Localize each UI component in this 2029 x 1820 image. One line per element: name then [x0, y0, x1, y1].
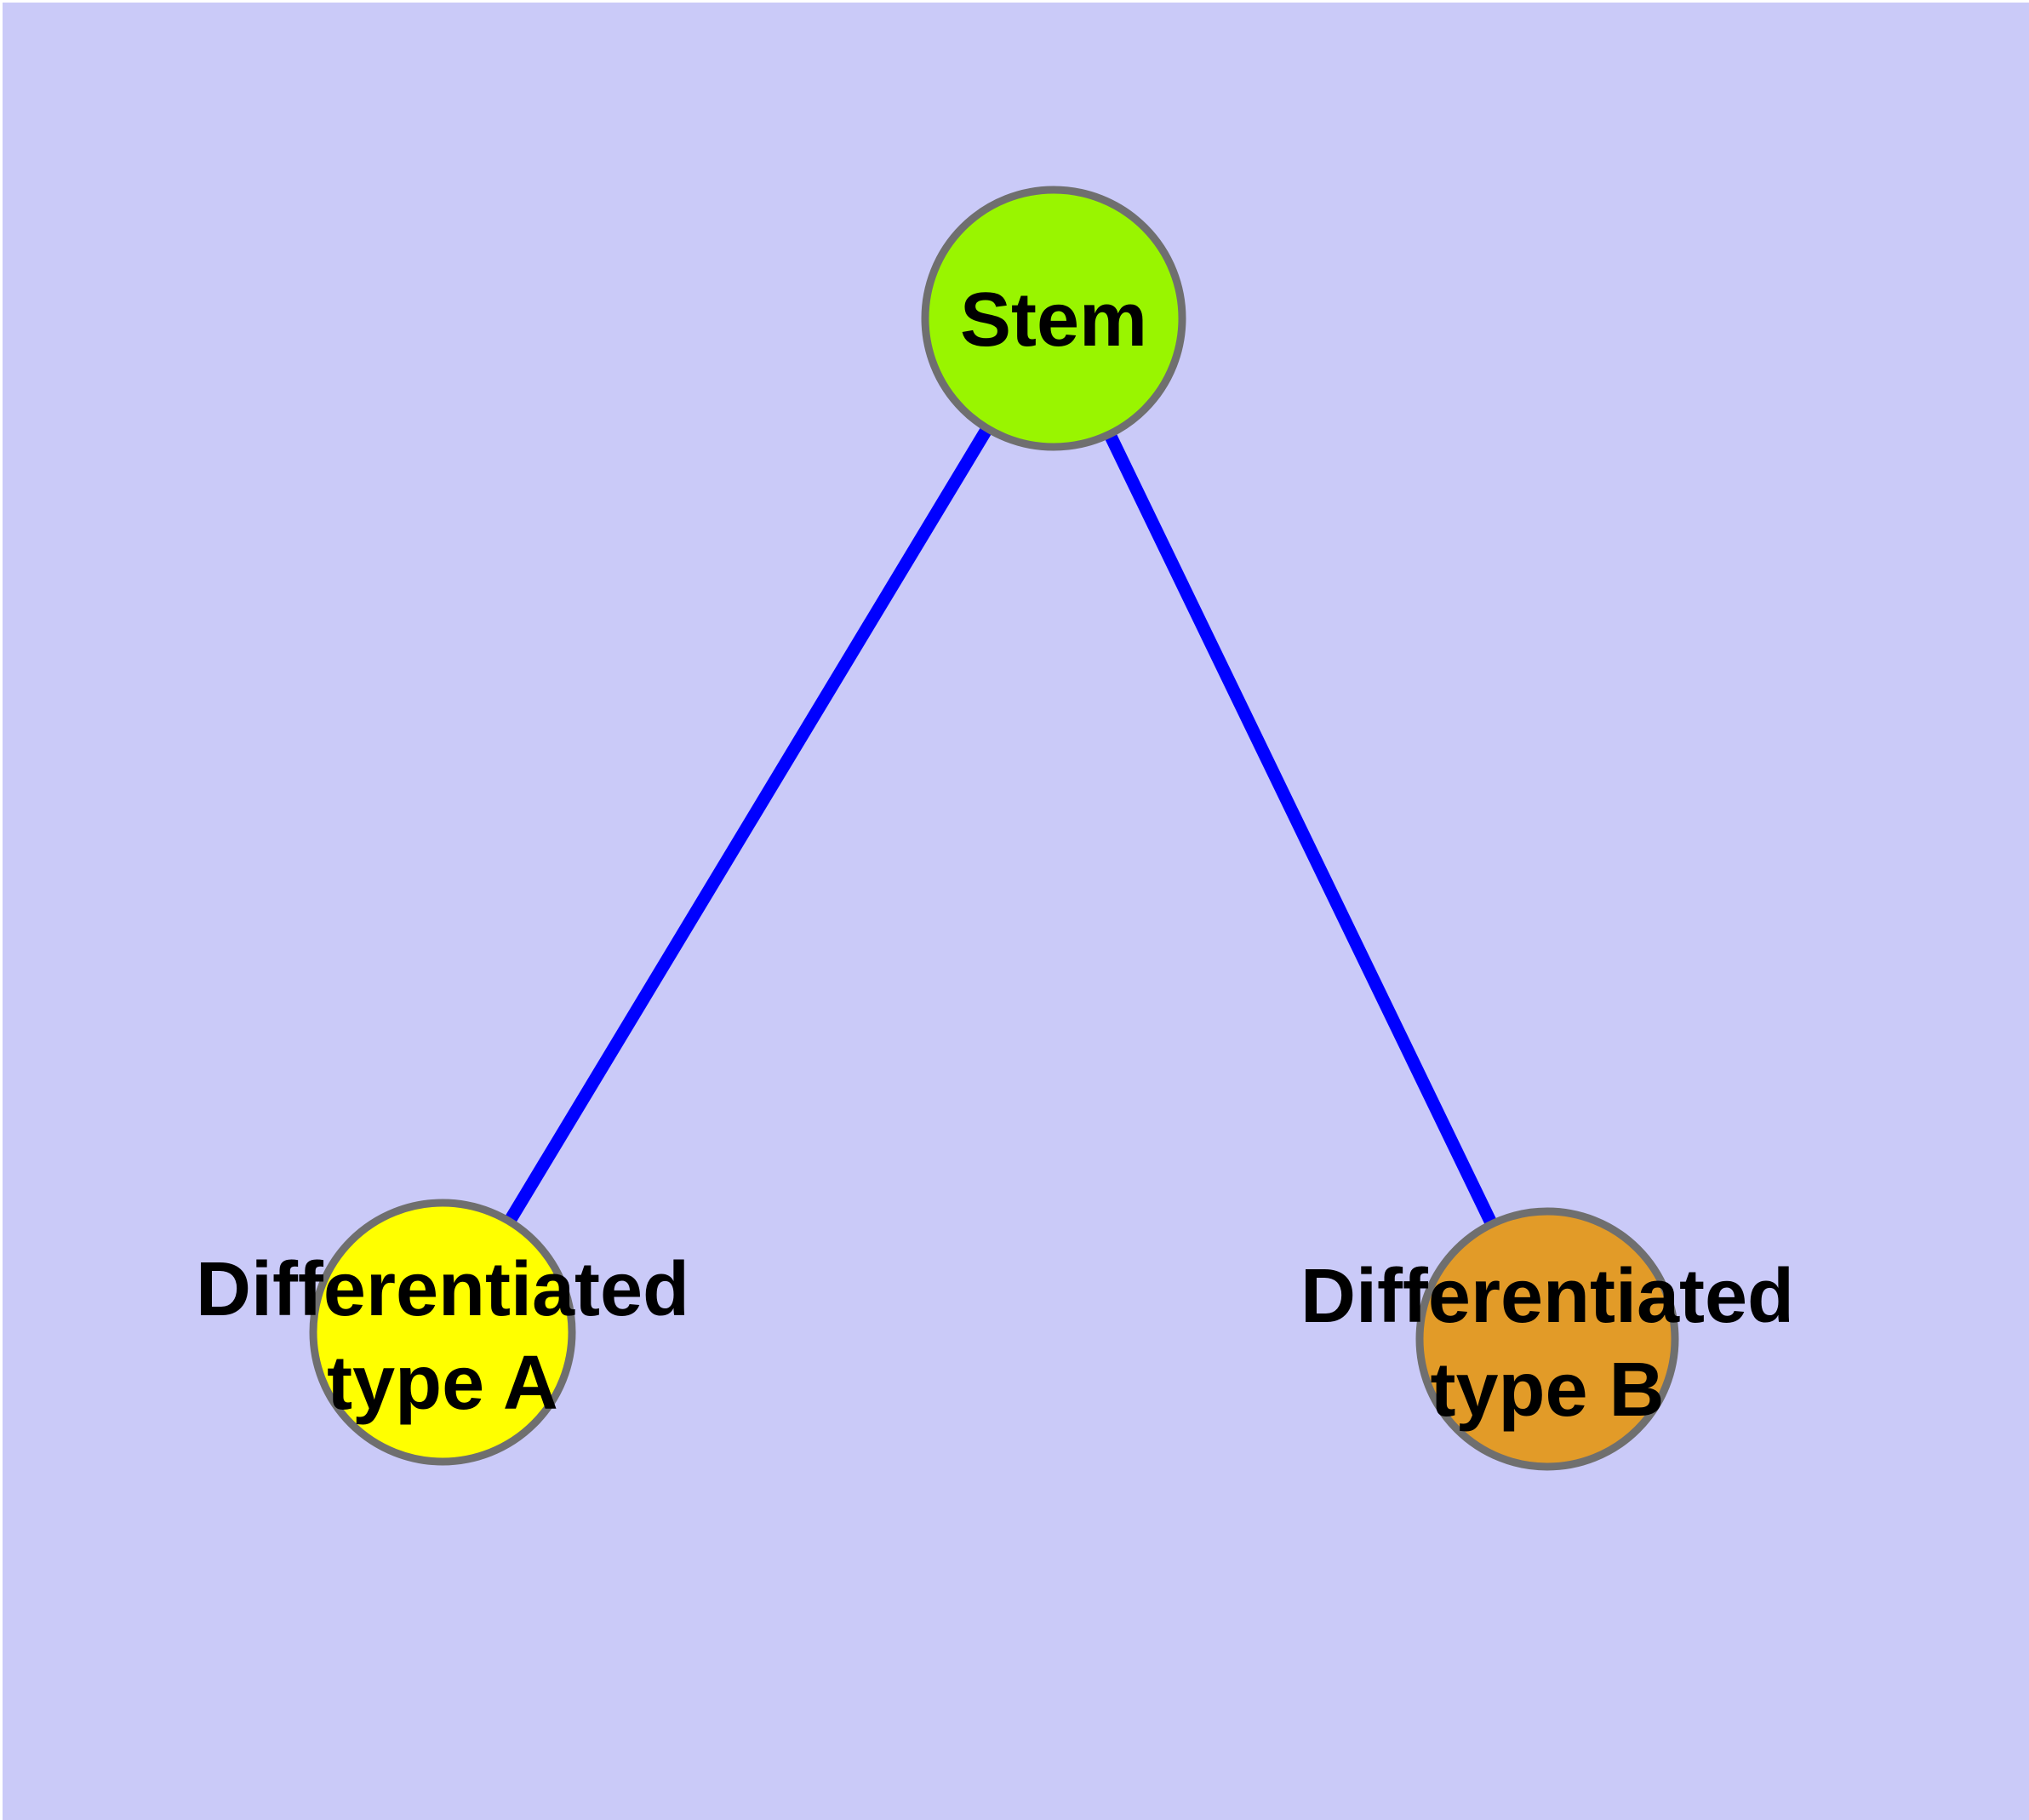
node-type-a-label-line1: Differentiated — [196, 1247, 689, 1332]
node-labels: Stem Differentiated type A Differentiate… — [196, 278, 1794, 1433]
edge-stem-to-type-a — [437, 315, 1060, 1336]
node-type-b-circle — [1415, 1207, 1679, 1471]
node-stem-label: Stem — [960, 278, 1147, 363]
edge-stem-to-type-b — [1048, 315, 1553, 1342]
edges — [437, 315, 1553, 1342]
node-type-a-circle — [309, 1199, 576, 1466]
node-type-a-label-line2: type A — [327, 1341, 558, 1426]
node-type-b-label-line1: Differentiated — [1300, 1254, 1794, 1339]
node-stem-circle — [921, 186, 1186, 451]
node-type-b-label-line2: type B — [1430, 1348, 1664, 1433]
nodes — [309, 186, 1679, 1471]
